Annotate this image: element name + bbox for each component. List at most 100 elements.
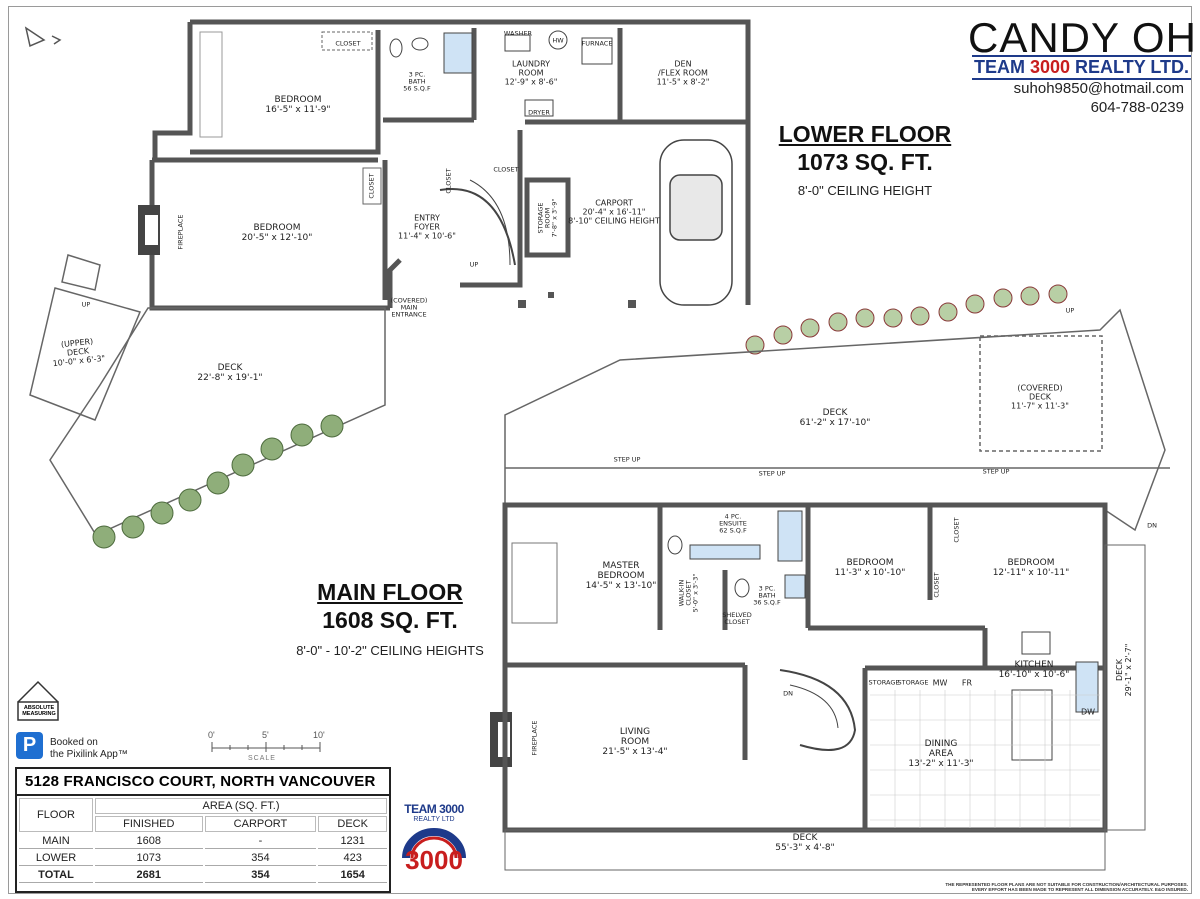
agent-email: suhoh9850@hotmail.com [1013,80,1184,97]
furnace-icon [581,37,613,65]
lower-floor-area: 1073 SQ. FT. [797,149,933,175]
table-row: MAIN 1608 - 1231 [19,834,387,849]
fireplace-lower-label: FIREPLACE [176,214,185,250]
agent-company-part2: 3000 [1030,57,1071,77]
storage1-label: STORAGE [868,678,900,687]
up-lower-label: UP [469,260,479,269]
fireplace-main-label: FIREPLACE [530,720,539,756]
dining-area-label: DINING AREA 13'-2" x 11'-3" [908,739,974,769]
lower-floor-ceiling: 8'-0" CEILING HEIGHT [797,183,933,198]
master-bedroom-label: MASTER BEDROOM 14'-5" x 13'-10" [585,561,657,591]
closet-top-outline [321,31,373,51]
den-label: DEN /FLEX ROOM 11'-5" x 8'-2" [656,59,710,87]
deck-main-label: DECK 61'-2" x 17'-10" [799,408,871,428]
table-row: LOWER 1073 354 423 [19,851,387,866]
agent-name: CANDY OH [968,14,1197,61]
carport-label: CARPORT 20'-4" x 16'-11" 8'-10" CEILING … [568,198,660,226]
dryer-icon [524,99,554,117]
car-icon [659,139,733,306]
main-floor-title: MAIN FLOOR 1608 SQ. FT. [300,578,480,634]
agent-phone: 604-788-0239 [1090,99,1184,116]
main-floor-name: MAIN FLOOR [317,579,463,605]
dw-label: DW [1080,707,1096,717]
kitchen-label: KITCHEN 16'-10" x 10'-6" [998,660,1070,680]
bottom-deck-outline [504,829,1106,871]
closet-main1-label: CLOSET [952,517,961,543]
hatched-wall [199,31,223,138]
lower-floor-name: LOWER FLOOR [778,121,952,147]
step-up-label-3: STEP UP [982,467,1010,476]
main-entrance-label: (COVERED) MAIN ENTRANCE [390,296,428,319]
hw-label: HW [552,36,564,45]
toilet-ensuite-icon [667,535,683,555]
closet-top-label: CLOSET [335,39,361,48]
storage2-label: STORAGE [897,678,929,687]
col-finished: FINISHED [95,816,203,832]
agent-company-part3: REALTY LTD. [1070,57,1190,77]
scale-label-0: 0' [208,730,215,740]
shrub-row-lower [92,414,344,549]
shower-lower-icon [443,32,473,74]
team-logo-number: 3000 [405,845,463,875]
dryer-label: DRYER [528,108,550,117]
closet-main2-label: CLOSET [932,572,941,598]
row-deck: 423 [318,851,387,866]
total-floor: TOTAL [19,868,93,883]
row-floor: LOWER [19,851,93,866]
deck-side-label: DECK 29'-1" x 2'-7" [1115,643,1133,697]
deck-bottom-label: DECK 55'-3" x 4'-8" [775,833,835,853]
total-finished: 2681 [95,868,203,883]
row-finished: 1073 [95,851,203,866]
washer-icon [504,34,531,52]
shelved-closet-label: SHELVED CLOSET [722,611,752,626]
washer-label: WASHER [503,29,533,38]
main-floor-area: 1608 SQ. FT. [322,607,458,633]
stair-main [779,669,857,751]
up-deck-label: UP [81,300,91,309]
sink-lower-icon [411,37,429,51]
laundry-label: LAUNDRY ROOM 12'-9" x 8'-6" [504,59,558,87]
shower-main-icon [784,574,806,599]
scale-labels: 0' 5' 10' SCALE [208,730,328,766]
step-up-label-2: STEP UP [758,469,786,478]
floor-header: FLOOR [19,798,93,832]
deck-lower-label: DECK 22'-8" x 19'-1" [197,363,263,383]
stair-lower [439,187,516,266]
disclaimer: THE REPRESENTED FLOOR PLANS ARE NOT SUIT… [945,882,1188,892]
row-carport: 354 [204,851,317,866]
team-logo-line2: REALTY LTD [413,816,455,823]
upper-deck [29,254,142,421]
row-floor: MAIN [19,834,93,849]
bath-main-label: 3 PC. BATH 36 S.Q.F [753,584,781,607]
pixilink-icon: P [16,732,43,759]
property-address: 5128 FRANCISCO COURT, NORTH VANCOUVER [17,769,389,796]
hw-tank-icon [548,30,568,50]
agent-company-part1: TEAM [974,57,1030,77]
dn-stair-label: DN [783,689,793,698]
mw-label: MW [932,678,948,688]
sheet-border [8,6,1192,894]
bathtub-icon [777,510,803,562]
scale-name: SCALE [248,755,276,762]
table-total-row: TOTAL 2681 354 1654 [19,868,387,883]
closet-bed2-outline [362,167,382,205]
total-carport: 354 [204,868,317,883]
walkin-closet-label: WALK-IN CLOSET 5'-0" x 3'-3" [677,573,700,613]
closet-entry-label: CLOSET [444,168,453,194]
lower-floor-title: LOWER FLOOR 1073 SQ. FT. [770,120,960,176]
bedroom-lower1-label: BEDROOM 16'-5" x 11'-9" [265,95,331,115]
dn-right-label: DN [1147,521,1157,530]
area-header: AREA (SQ. FT.) [95,798,387,814]
kitchen-sink-icon [1075,661,1099,713]
team-3000-logo-icon [402,828,466,859]
side-deck-outline [1104,544,1146,831]
shrub-row-upper [745,284,1068,355]
ensuite-vanity-icon [689,544,761,560]
team-3000-logo: TEAM 3000 REALTY LTD 3000 [400,802,468,890]
team-logo-line1: TEAM 3000 [404,802,464,816]
living-room-label: LIVING ROOM 21'-5" x 13'-4" [602,727,668,757]
total-deck: 1654 [318,868,387,883]
storage-room-label: STORAGE ROOM 7'-8" x 3'-9" [536,198,559,238]
main-floor-ceiling: 8'-0" - 10'-2" CEILING HEIGHTS [296,643,484,658]
